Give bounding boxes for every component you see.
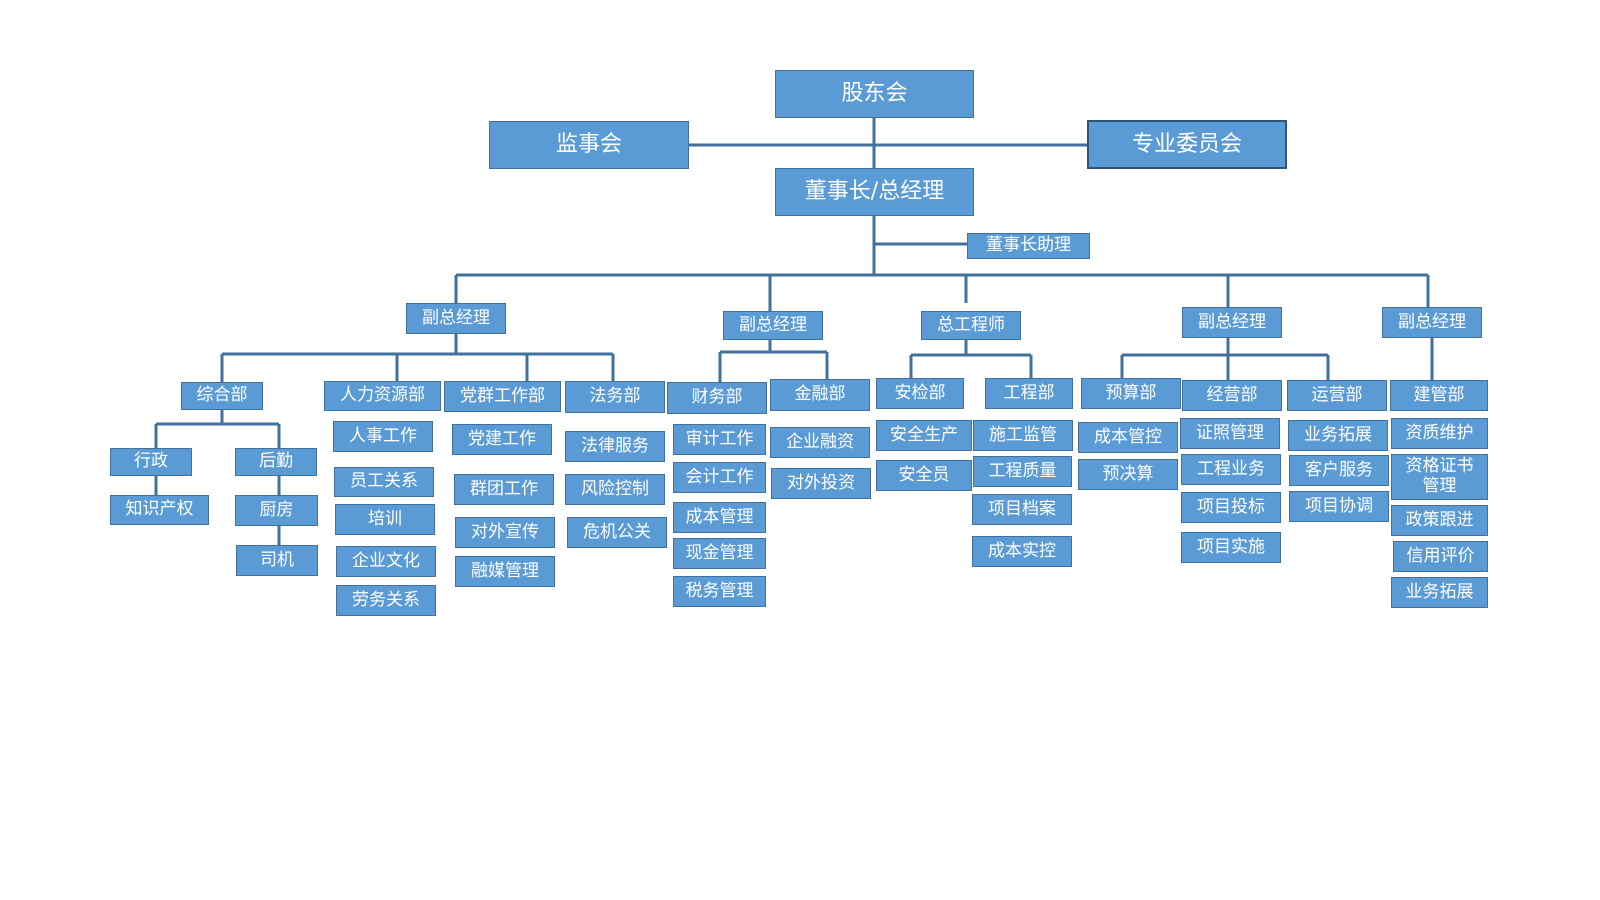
biz-license-box: 证照管理 — [1180, 418, 1280, 449]
fin-accounting-box: 会计工作 — [673, 462, 766, 493]
legal-risk-box: 风险控制 — [565, 474, 665, 505]
con-qualification-box: 资质维护 — [1391, 418, 1488, 449]
vp3-box: 副总经理 — [1182, 307, 1282, 338]
safety-production-box: 安全生产 — [876, 420, 972, 451]
safety-officer-box: 安全员 — [876, 460, 972, 491]
hr-labor-box: 劳务关系 — [336, 585, 436, 616]
hr-personnel-box: 人事工作 — [333, 421, 433, 452]
ops-coordination-box: 项目协调 — [1289, 491, 1389, 522]
vp1-box: 副总经理 — [406, 303, 506, 334]
dept-legal-box: 法务部 — [565, 381, 665, 413]
chief-engineer-box: 总工程师 — [921, 311, 1021, 340]
legal-service-box: 法律服务 — [565, 431, 665, 462]
dept-operations-box: 运营部 — [1287, 380, 1387, 411]
dept-budget-box: 预算部 — [1081, 378, 1181, 409]
dept-hr-box: 人力资源部 — [324, 381, 441, 411]
con-credit-box: 信用评价 — [1393, 541, 1488, 572]
eng-archive-box: 项目档案 — [972, 494, 1072, 525]
dept-engineering-box: 工程部 — [985, 378, 1073, 409]
shareholders-box: 股东会 — [775, 70, 974, 118]
dept-finance-box: 财务部 — [667, 382, 767, 414]
party-media-box: 融媒管理 — [455, 556, 555, 587]
fin-tax-box: 税务管理 — [673, 576, 766, 607]
assistant-box: 董事长助理 — [967, 233, 1090, 259]
eng-cost-box: 成本实控 — [972, 536, 1072, 567]
hr-culture-box: 企业文化 — [336, 546, 436, 577]
general-kitchen-box: 厨房 — [235, 495, 318, 526]
biz-engineering-box: 工程业务 — [1181, 454, 1281, 485]
party-building-box: 党建工作 — [452, 424, 552, 455]
general-admin-box: 行政 — [110, 448, 192, 476]
party-group-box: 群团工作 — [454, 474, 554, 505]
biz-implementation-box: 项目实施 — [1181, 532, 1281, 563]
committee-box: 专业委员会 — [1087, 120, 1287, 169]
vp4-box: 副总经理 — [1382, 307, 1482, 338]
dept-general-box: 综合部 — [181, 382, 263, 410]
fin-cost-box: 成本管理 — [673, 502, 766, 533]
con-certificate-box: 资格证书 管理 — [1391, 454, 1488, 500]
hr-training-box: 培训 — [335, 504, 435, 535]
bank-invest-box: 对外投资 — [771, 468, 871, 499]
party-pr-box: 对外宣传 — [455, 517, 555, 548]
con-policy-box: 政策跟进 — [1391, 505, 1488, 536]
general-driver-box: 司机 — [236, 545, 318, 576]
general-logistics-box: 后勤 — [235, 448, 317, 476]
biz-bidding-box: 项目投标 — [1181, 492, 1281, 523]
vp2-box: 副总经理 — [723, 311, 823, 340]
chairman-box: 董事长/总经理 — [775, 168, 974, 216]
general-ip-box: 知识产权 — [110, 495, 209, 525]
hr-relations-box: 员工关系 — [334, 467, 434, 497]
eng-supervision-box: 施工监管 — [973, 420, 1073, 451]
dept-banking-box: 金融部 — [770, 379, 870, 411]
ops-expand-box: 业务拓展 — [1288, 420, 1388, 451]
fin-audit-box: 审计工作 — [673, 424, 766, 455]
budget-final-box: 预决算 — [1078, 459, 1178, 490]
dept-construction-box: 建管部 — [1390, 380, 1488, 411]
dept-safety-box: 安检部 — [876, 378, 964, 409]
dept-party-box: 党群工作部 — [444, 381, 561, 412]
dept-business-box: 经营部 — [1182, 380, 1282, 411]
con-expand-box: 业务拓展 — [1391, 577, 1488, 608]
eng-quality-box: 工程质量 — [973, 456, 1072, 487]
bank-financing-box: 企业融资 — [770, 427, 870, 458]
ops-customer-box: 客户服务 — [1289, 455, 1389, 486]
fin-cash-box: 现金管理 — [673, 538, 766, 569]
legal-crisis-box: 危机公关 — [567, 517, 667, 548]
budget-cost-box: 成本管控 — [1078, 422, 1178, 453]
supervisors-box: 监事会 — [489, 121, 689, 169]
